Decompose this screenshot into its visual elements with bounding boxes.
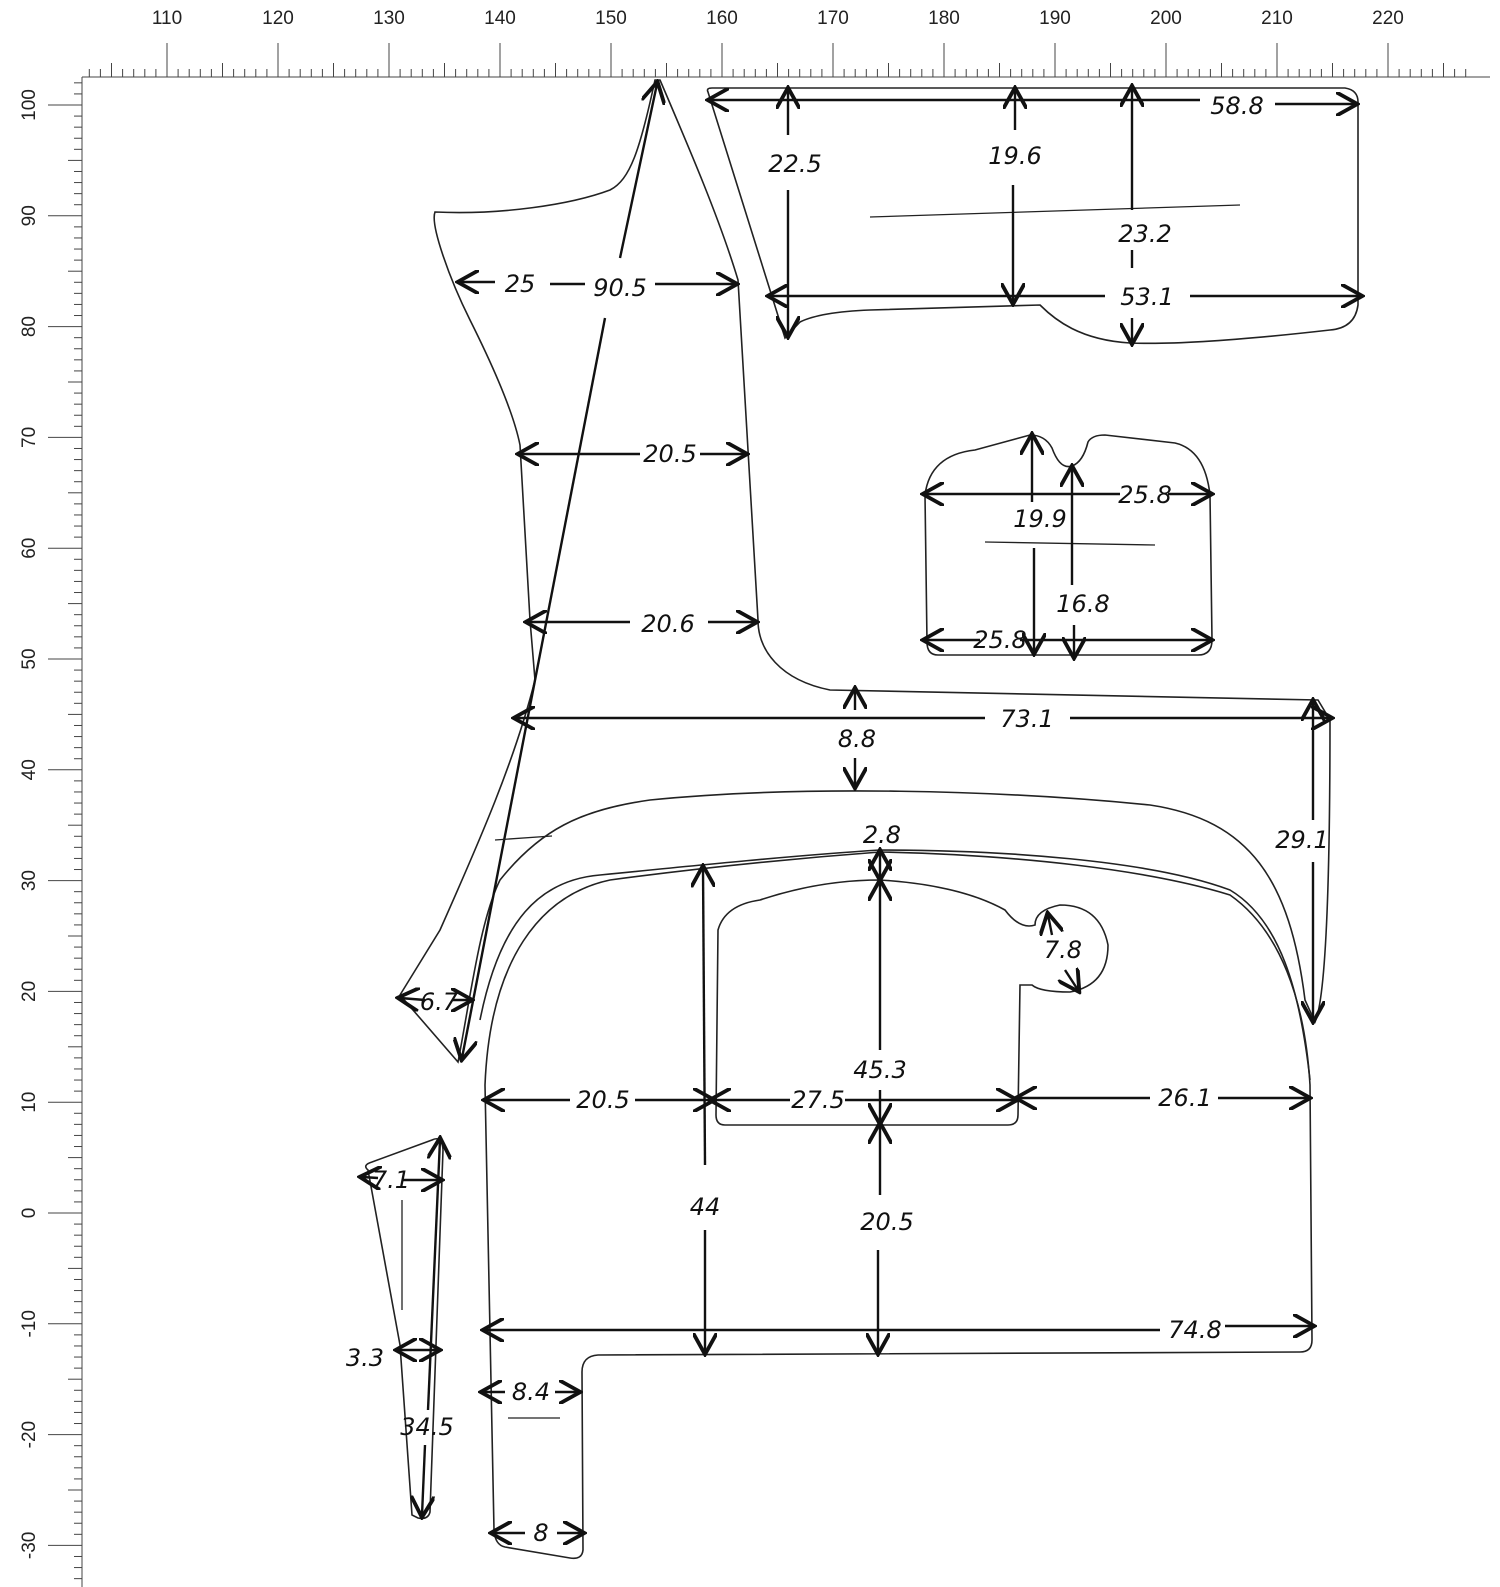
ruler-label: 10	[19, 1092, 40, 1113]
ruler-label: 30	[19, 870, 40, 891]
measurement-label: 74.8	[1168, 1316, 1221, 1344]
measurement-label: 23.2	[1118, 220, 1171, 248]
measurement-label: 90.5	[593, 274, 646, 302]
measurement-label: 53.1	[1120, 283, 1173, 311]
ruler-label: 50	[19, 648, 40, 669]
ruler-label: 40	[19, 759, 40, 780]
ruler-label: -20	[19, 1421, 40, 1448]
measurement-label: 8	[533, 1519, 548, 1547]
ruler-label: 100	[19, 89, 40, 121]
ruler-label: 140	[484, 8, 516, 29]
measurement-label: 25.8	[1118, 481, 1171, 509]
measurement-label: 2.8	[863, 821, 901, 849]
ruler-label: 60	[19, 538, 40, 559]
ruler-label: -10	[19, 1310, 40, 1337]
pattern-piece-top-panel	[706, 87, 1359, 345]
ruler-label: 170	[817, 8, 849, 29]
measurement-label: 7.8	[1044, 936, 1082, 964]
pattern-piece-notched-panel	[924, 434, 1213, 656]
top-ruler: 110 120 130 140 150 160 170 180 190 200 210 220	[82, 8, 1490, 78]
measurement-label: 22.5	[768, 150, 821, 178]
measurement-label: 6.7	[420, 988, 459, 1016]
measurement-label: 19.6	[988, 142, 1041, 170]
measurement-label: 45.3	[853, 1056, 906, 1084]
ruler-label: 110	[152, 8, 182, 29]
ruler-label: 210	[1261, 8, 1293, 29]
ruler-label: 70	[19, 427, 40, 448]
dimension-lines	[362, 84, 1360, 1533]
measurement-label: 58.8	[1210, 92, 1263, 120]
ruler-label: -30	[19, 1532, 40, 1559]
ruler-label: 20	[19, 981, 40, 1002]
pattern-piece-main-panel	[484, 851, 1313, 1560]
ruler-label: 190	[1039, 8, 1071, 29]
measurement-label: 7.1	[372, 1166, 410, 1194]
measurement-label: 8.4	[512, 1378, 550, 1406]
measurement-label: 3.3	[346, 1344, 384, 1372]
measurement-labels: 58.8 22.5 19.6 23.2 53.1 25 90.5 20.5 20…	[346, 92, 1329, 1547]
measurement-label: 34.5	[400, 1413, 453, 1441]
measurement-label: 16.8	[1056, 590, 1109, 618]
measurement-label: 25	[505, 270, 536, 298]
ruler-label: 220	[1372, 8, 1404, 29]
measurement-label: 20.5	[576, 1086, 629, 1114]
ruler-label: 80	[19, 316, 40, 337]
measurement-label: 73.1	[1000, 705, 1053, 733]
ruler-label: 160	[706, 8, 738, 29]
ruler-label: 90	[19, 205, 40, 226]
measurement-label: 8.8	[838, 725, 876, 753]
measurement-label: 20.5	[643, 440, 696, 468]
measurement-label: 27.5	[791, 1086, 844, 1114]
measurement-label: 44	[690, 1193, 721, 1221]
ruler-label: 120	[262, 8, 294, 29]
measurement-label: 26.1	[1158, 1084, 1211, 1112]
ruler-label: 180	[928, 8, 960, 29]
measurement-label: 19.9	[1013, 505, 1066, 533]
pattern-piece-fender-inner-edge	[479, 849, 1311, 1081]
ruler-label: 0	[19, 1208, 40, 1219]
measurement-label: 25.8	[973, 626, 1026, 654]
ruler-label: 130	[373, 8, 405, 29]
pattern-cutout	[715, 879, 1109, 1126]
ruler-label: 150	[595, 8, 627, 29]
pattern-piece-side	[399, 79, 1331, 1064]
measurement-label: 29.1	[1275, 826, 1328, 854]
measurement-label: 20.6	[641, 610, 694, 638]
measurement-label: 20.5	[860, 1208, 913, 1236]
ruler-label: 200	[1150, 8, 1182, 29]
